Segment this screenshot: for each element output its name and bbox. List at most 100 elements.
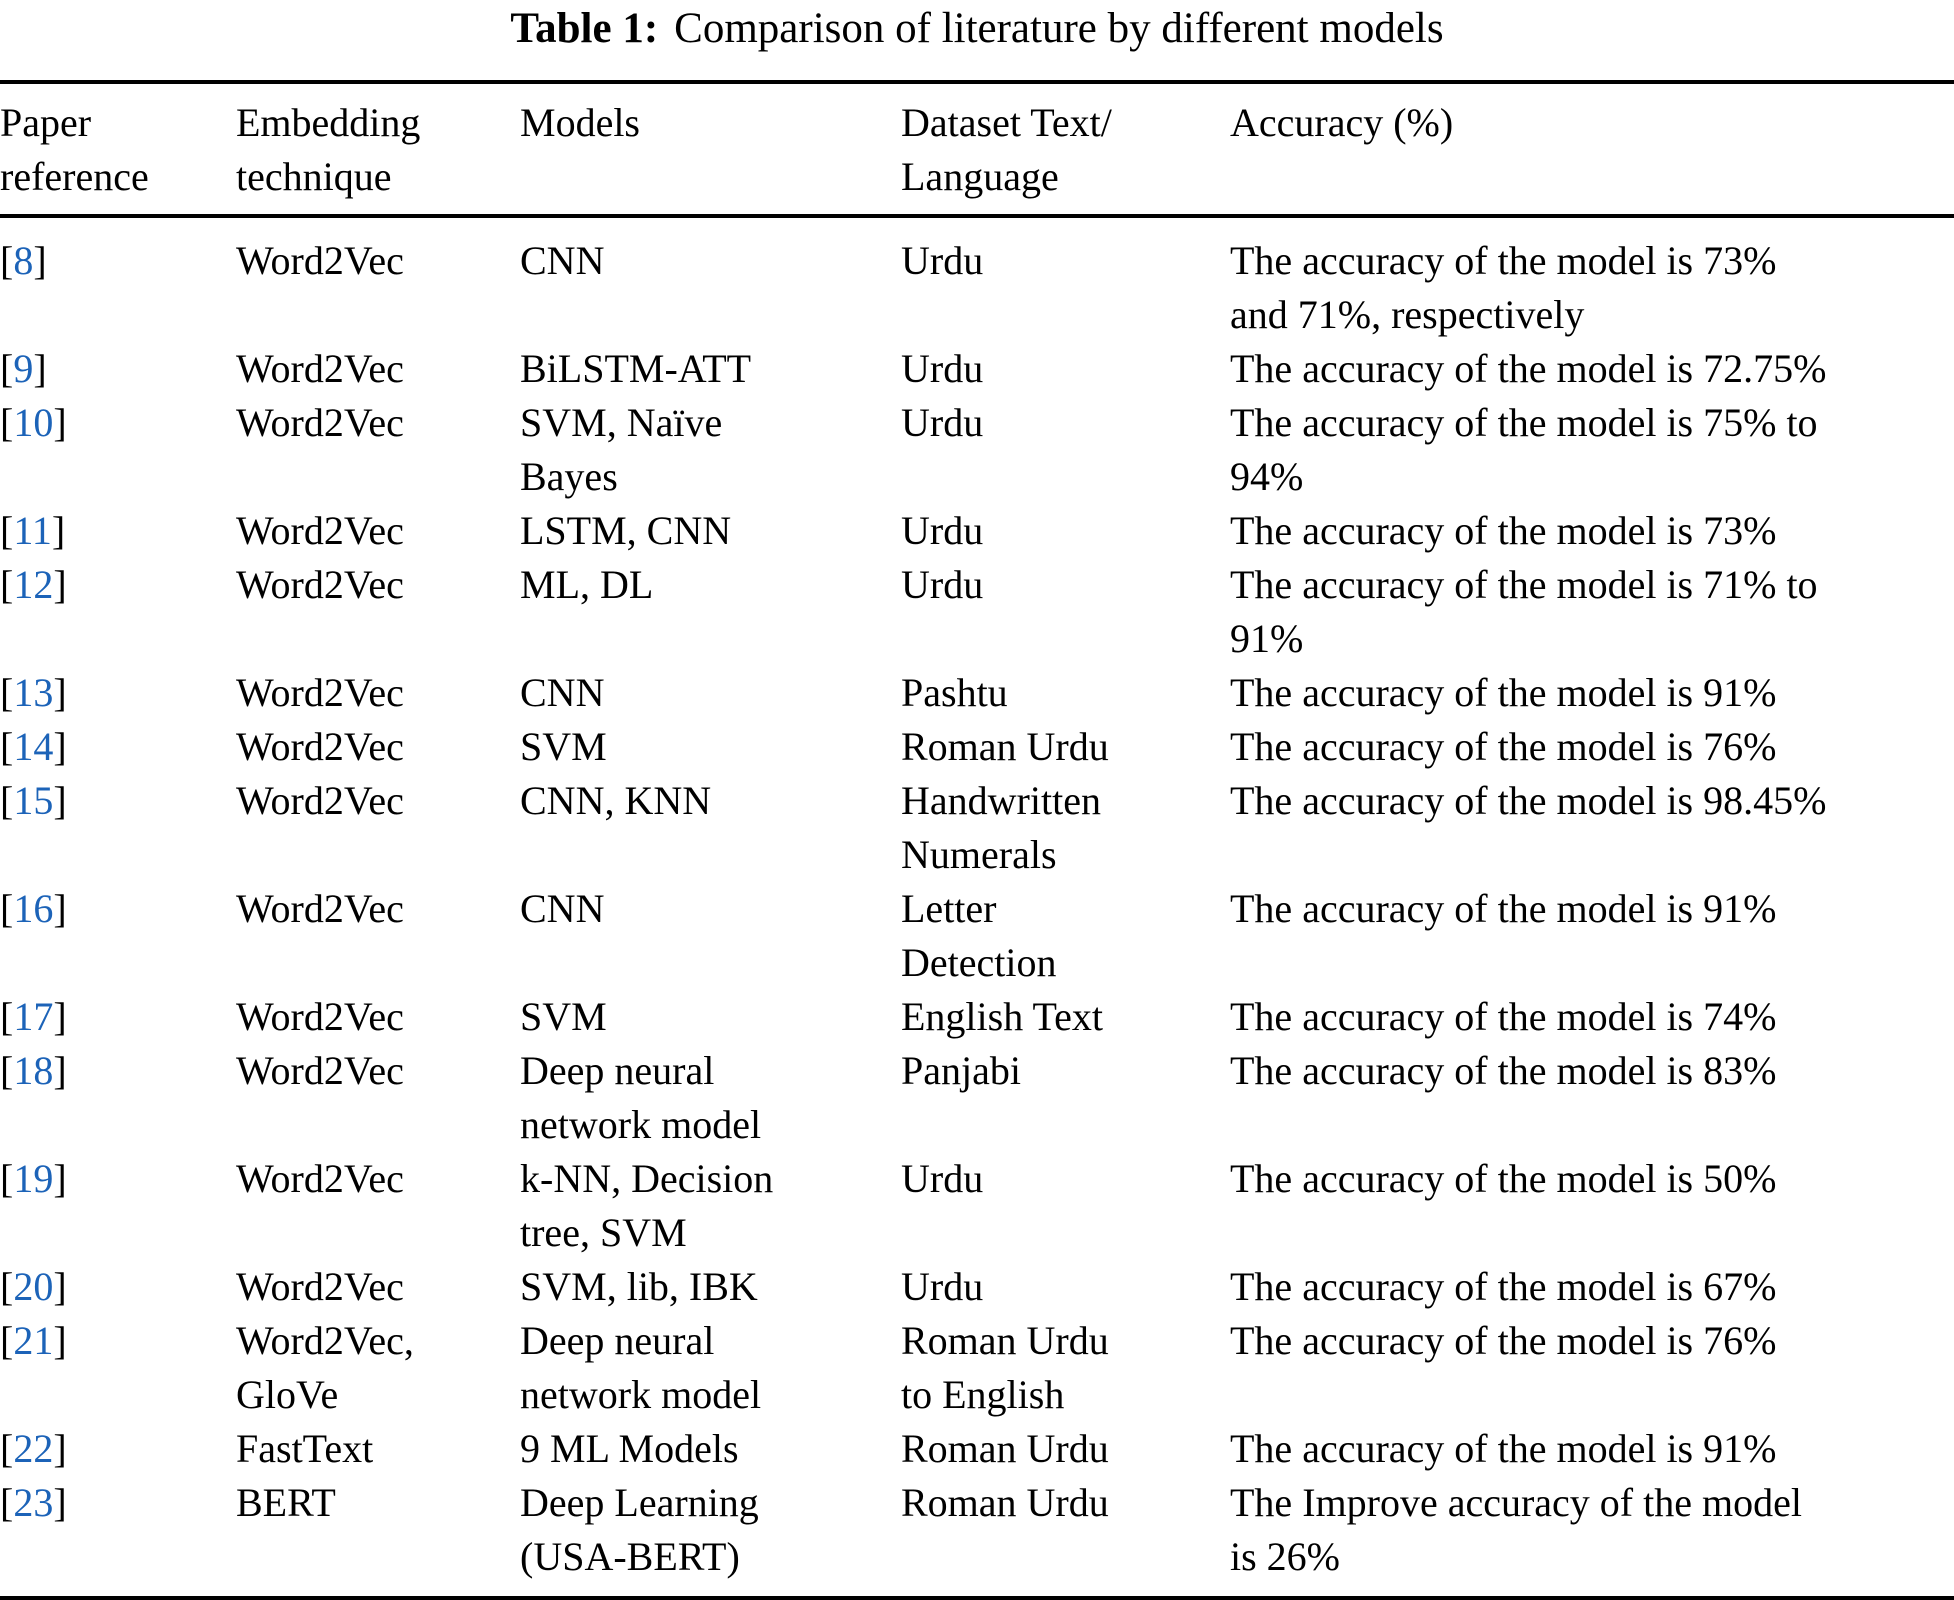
- citation-link[interactable]: 11: [13, 508, 52, 553]
- table-caption-label: Table 1:: [510, 5, 659, 52]
- citation-link[interactable]: 17: [13, 994, 54, 1039]
- cell-embedding-technique: Word2Vec: [236, 670, 404, 715]
- citation-link[interactable]: 18: [13, 1048, 54, 1093]
- citation-link[interactable]: 14: [13, 724, 54, 769]
- bracket-close: ]: [53, 886, 67, 931]
- cell-models: CNN, KNN: [520, 778, 712, 823]
- cell-dataset-text-language: Urdu: [901, 346, 984, 391]
- citation-link[interactable]: 23: [13, 1480, 54, 1525]
- bracket-open: [: [0, 1264, 14, 1309]
- bracket-open: [: [0, 886, 14, 931]
- bracket-open: [: [0, 994, 14, 1039]
- cell-accuracy: The accuracy of the model is 72.75%: [1230, 346, 1827, 391]
- cell-accuracy: The accuracy of the model is 71% to 91%: [1230, 562, 1818, 661]
- cell-paper-reference: [13]: [0, 666, 236, 720]
- column-header-accuracy: Accuracy (%): [1230, 82, 1954, 218]
- cell-models: k-NN, Decision tree, SVM: [520, 1156, 774, 1255]
- cell-embedding-technique: FastText: [236, 1426, 374, 1471]
- cell-paper-reference: [9]: [0, 342, 236, 396]
- table-caption-text: Comparison of literature by different mo…: [674, 5, 1444, 52]
- citation-link[interactable]: 16: [13, 886, 54, 931]
- cell-accuracy: The accuracy of the model is 91%: [1230, 1426, 1777, 1471]
- cell-dataset-text-language: Urdu: [901, 400, 984, 445]
- cell-models: 9 ML Models: [520, 1426, 739, 1471]
- cell-dataset-text-language: Letter Detection: [901, 886, 1057, 985]
- cell-paper-reference: [20]: [0, 1260, 236, 1314]
- bracket-close: ]: [53, 562, 67, 607]
- bracket-open: [: [0, 346, 14, 391]
- citation-link[interactable]: 19: [13, 1156, 54, 1201]
- cell-embedding-technique: Word2Vec: [236, 238, 404, 283]
- citation-link[interactable]: 22: [13, 1426, 54, 1471]
- cell-paper-reference: [14]: [0, 720, 236, 774]
- cell-models: SVM, lib, IBK: [520, 1264, 758, 1309]
- bracket-open: [: [0, 1048, 14, 1093]
- bracket-open: [: [0, 1480, 14, 1525]
- cell-embedding-technique: Word2Vec, GloVe: [236, 1318, 414, 1417]
- table-caption: Table 1: Comparison of literature by diff…: [0, 0, 1954, 54]
- cell-paper-reference: [16]: [0, 882, 236, 990]
- citation-link[interactable]: 15: [13, 778, 54, 823]
- cell-embedding-technique: Word2Vec: [236, 994, 404, 1039]
- citation-link[interactable]: 9: [13, 346, 34, 391]
- cell-paper-reference: [18]: [0, 1044, 236, 1152]
- cell-paper-reference: [17]: [0, 990, 236, 1044]
- cell-paper-reference: [8]: [0, 216, 236, 342]
- bracket-close: ]: [53, 778, 67, 823]
- citation-link[interactable]: 10: [13, 400, 54, 445]
- cell-models: SVM: [520, 724, 607, 769]
- cell-models: CNN: [520, 238, 605, 283]
- cell-dataset-text-language: Panjabi: [901, 1048, 1021, 1093]
- cell-dataset-text-language: Urdu: [901, 1264, 984, 1309]
- cell-models: SVM, Naïve Bayes: [520, 400, 723, 499]
- cell-models: BiLSTM-ATT: [520, 346, 752, 391]
- cell-accuracy: The accuracy of the model is 73%: [1230, 508, 1777, 553]
- cell-dataset-text-language: Roman Urdu to English: [901, 1318, 1109, 1417]
- cell-accuracy: The Improve accuracy of the model is 26%: [1230, 1480, 1802, 1579]
- cell-models: CNN: [520, 670, 605, 715]
- cell-embedding-technique: Word2Vec: [236, 1156, 404, 1201]
- cell-paper-reference: [21]: [0, 1314, 236, 1422]
- bracket-close: ]: [53, 724, 67, 769]
- bracket-close: ]: [53, 400, 67, 445]
- cell-embedding-technique: Word2Vec: [236, 1264, 404, 1309]
- cell-dataset-text-language: Urdu: [901, 508, 984, 553]
- bracket-close: ]: [33, 238, 47, 283]
- cell-embedding-technique: Word2Vec: [236, 400, 404, 445]
- cell-embedding-technique: Word2Vec: [236, 886, 404, 931]
- citation-link[interactable]: 13: [13, 670, 54, 715]
- column-header-paper-reference: Paper reference: [0, 82, 236, 218]
- column-header-dataset-text-language: Dataset Text/ Language: [901, 82, 1230, 218]
- cell-accuracy: The accuracy of the model is 50%: [1230, 1156, 1777, 1201]
- cell-paper-reference: [15]: [0, 774, 236, 882]
- bracket-close: ]: [33, 346, 47, 391]
- citation-link[interactable]: 8: [13, 238, 34, 283]
- citation-link[interactable]: 12: [13, 562, 54, 607]
- cell-accuracy: The accuracy of the model is 91%: [1230, 670, 1777, 715]
- bracket-close: ]: [53, 1480, 67, 1525]
- bracket-close: ]: [53, 1048, 67, 1093]
- cell-dataset-text-language: English Text: [901, 994, 1104, 1039]
- cell-accuracy: The accuracy of the model is 76%: [1230, 724, 1777, 769]
- cell-paper-reference: [11]: [0, 504, 236, 558]
- citation-link[interactable]: 21: [13, 1318, 54, 1363]
- bracket-open: [: [0, 724, 14, 769]
- cell-paper-reference: [19]: [0, 1152, 236, 1260]
- bracket-open: [: [0, 1426, 14, 1471]
- cell-embedding-technique: Word2Vec: [236, 724, 404, 769]
- bracket-open: [: [0, 238, 14, 283]
- cell-accuracy: The accuracy of the model is 98.45%: [1230, 778, 1827, 823]
- citation-link[interactable]: 20: [13, 1264, 54, 1309]
- bracket-open: [: [0, 400, 14, 445]
- column-header-embedding-technique: Embedding technique: [236, 82, 520, 218]
- cell-models: Deep Learning (USA-BERT): [520, 1480, 759, 1579]
